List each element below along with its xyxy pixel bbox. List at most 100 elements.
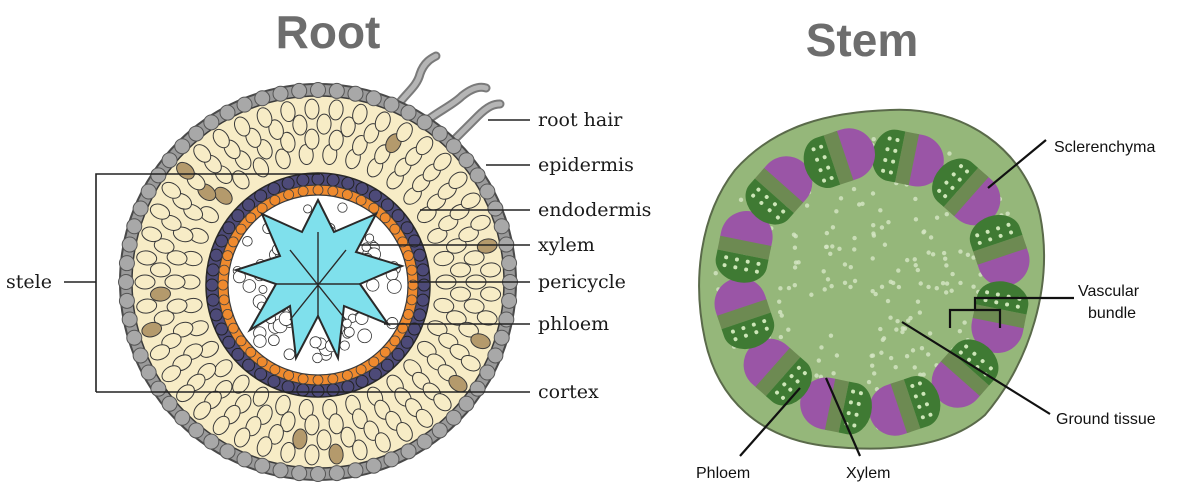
epidermis-cell: [480, 184, 495, 199]
ground-cell: [853, 279, 857, 283]
ground-cell: [867, 380, 871, 384]
endodermis-cell: [210, 249, 222, 261]
epidermis-cell: [119, 293, 134, 308]
epidermis-cell: [446, 139, 461, 154]
label-vascular-bundle-1: Vascular: [1078, 283, 1140, 300]
ground-cell: [817, 358, 821, 362]
epidermis-cell: [122, 237, 137, 252]
epidermis-cell: [189, 126, 204, 141]
cortex-cell: [305, 99, 320, 119]
epidermis-cell: [417, 434, 432, 449]
endodermis-cell: [414, 249, 426, 261]
cortex-cell: [305, 129, 320, 150]
ground-cell: [714, 271, 718, 275]
ground-cell: [872, 137, 876, 141]
pericycle-cell: [342, 190, 352, 200]
ground-cell: [777, 299, 781, 303]
ground-cell: [878, 327, 882, 331]
ground-cell: [942, 251, 946, 255]
ground-cell: [888, 316, 892, 320]
endodermis-cell: [207, 264, 219, 276]
phloem-cell: [313, 353, 323, 363]
epidermis-cell: [459, 153, 474, 168]
ground-cell: [958, 329, 962, 333]
epidermis-cell: [470, 381, 485, 396]
ground-cell: [870, 364, 874, 368]
pericycle-cell: [328, 374, 338, 384]
epidermis-cell: [401, 444, 416, 459]
endodermis-cell: [207, 294, 219, 306]
epidermis-cell: [255, 91, 270, 106]
epidermis-cell: [470, 168, 485, 183]
phloem-cell: [358, 329, 372, 343]
ground-cell: [882, 336, 886, 340]
endodermis-cell: [417, 264, 429, 276]
cortex-cell: [317, 114, 332, 135]
ground-cell: [825, 231, 829, 235]
label-stele: stele: [6, 271, 52, 293]
label-stem-xylem: Xylem: [846, 465, 890, 482]
ground-cell: [883, 243, 887, 247]
epidermis-cell: [348, 86, 363, 101]
pericycle-cell: [403, 309, 413, 319]
label-ground-tissue: Ground tissue: [1056, 411, 1156, 428]
label-root-xylem: xylem: [538, 234, 595, 256]
ground-cell: [894, 327, 898, 331]
pericycle-cell: [219, 295, 229, 305]
cortex-cell: [165, 275, 185, 289]
pericycle-cell: [407, 295, 417, 305]
ground-cell: [819, 345, 823, 349]
epidermis-cell: [366, 91, 381, 106]
phloem-cell: [268, 335, 279, 346]
epidermis-cell: [162, 153, 177, 168]
ground-cell: [962, 320, 966, 324]
label-epidermis: epidermis: [538, 154, 634, 176]
phloem-cell: [387, 279, 401, 293]
epidermis-cell: [446, 410, 461, 425]
ground-cell: [824, 245, 828, 249]
ground-cell: [920, 346, 924, 350]
ground-cell: [911, 348, 915, 352]
ground-cell: [929, 235, 933, 239]
pericycle-cell: [403, 251, 413, 261]
label-endodermis: endodermis: [538, 199, 651, 221]
epidermis-cell: [151, 381, 166, 396]
epidermis-cell: [502, 256, 517, 271]
ground-cell: [809, 293, 813, 297]
epidermis-cell: [220, 105, 235, 120]
ground-cell: [823, 287, 827, 291]
endodermis-cell: [282, 177, 294, 189]
ground-cell: [889, 280, 893, 284]
epidermis-cell: [366, 458, 381, 473]
phloem-cell: [243, 236, 253, 246]
epidermis-cell: [432, 126, 447, 141]
ground-cell: [843, 281, 847, 285]
ground-cell: [831, 225, 835, 229]
cortex-cell: [135, 275, 155, 289]
ground-cell: [945, 212, 949, 216]
endodermis-cell: [414, 309, 426, 321]
ground-cell: [913, 257, 917, 261]
ground-cell: [950, 272, 954, 276]
epidermis-cell: [459, 396, 474, 411]
label-vascular-bundle-2: bundle: [1088, 305, 1136, 322]
ground-cell: [886, 220, 890, 224]
ground-cell: [786, 328, 790, 332]
ground-cell: [935, 215, 939, 219]
ground-cell: [739, 198, 743, 202]
epidermis-cell: [119, 275, 134, 290]
ground-cell: [893, 365, 897, 369]
endodermis-cell: [297, 384, 309, 396]
epidermis-cell: [204, 434, 219, 449]
endodermis-cell: [297, 174, 309, 186]
cortex-cell: [317, 430, 332, 451]
cortex-cell: [305, 415, 320, 436]
ground-cell: [849, 265, 853, 269]
ground-cell: [829, 284, 833, 288]
pericycle-cell: [218, 280, 228, 290]
epidermis-cell: [292, 466, 307, 481]
phloem-cell: [310, 337, 321, 348]
epidermis-cell: [133, 348, 148, 363]
ground-cell: [919, 281, 923, 285]
ground-cell: [944, 263, 948, 267]
